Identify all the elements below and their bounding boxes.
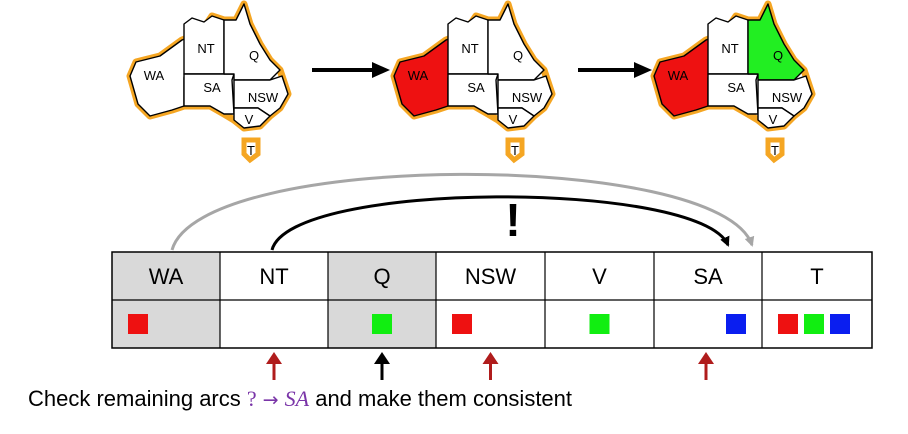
map-label-nt: NT: [197, 41, 214, 56]
map-label-nsw: NSW: [772, 90, 803, 105]
domain-value-green: [804, 314, 824, 334]
map-label-nsw: NSW: [248, 90, 279, 105]
column-header-nsw: NSW: [465, 264, 517, 289]
column-header-nt: NT: [259, 264, 288, 289]
caption-math-q: ?: [246, 386, 257, 411]
domain-value-blue: [726, 314, 746, 334]
map-label-v: V: [509, 112, 518, 127]
column-header-t: T: [810, 264, 823, 289]
domain-value-green: [589, 314, 610, 334]
region-v: [233, 107, 271, 129]
domain-table: WA NT Q NSW V SA T: [111, 251, 873, 349]
column-header-sa: SA: [693, 264, 723, 289]
map-label-wa: WA: [408, 68, 429, 83]
domain-value-red: [778, 314, 798, 334]
domain-value-red: [128, 314, 148, 334]
pointer-arrow-q: [374, 352, 390, 380]
map-label-t: T: [511, 143, 519, 158]
map-label-q: Q: [249, 48, 259, 63]
caption-math: ? → SA: [247, 386, 309, 411]
exclamation-mark: !: [505, 194, 520, 246]
australia-map-1: WA NT SA Q NSW V T: [126, 0, 292, 164]
column-header-wa: WA: [149, 264, 184, 289]
map-label-nt: NT: [721, 41, 738, 56]
caption-prefix: Check remaining arcs: [28, 386, 247, 411]
australia-map-2: WA NT SA Q NSW V T: [390, 0, 556, 164]
region-q: [747, 3, 805, 81]
map-label-q: Q: [513, 48, 523, 63]
map-label-v: V: [245, 112, 254, 127]
map-label-t: T: [771, 143, 779, 158]
map-label-wa: WA: [668, 68, 689, 83]
domain-value-red: [452, 314, 472, 334]
map-label-v: V: [769, 112, 778, 127]
arc-wa-to-sa: [170, 172, 755, 251]
map-label-sa: SA: [203, 80, 221, 95]
map-transition-arrow: [578, 62, 652, 78]
map-label-q: Q: [773, 48, 783, 63]
arc-nt-to-sa: [270, 195, 730, 251]
pointer-arrow-nt: [266, 352, 282, 380]
caption: Check remaining arcs ? → SA and make the…: [28, 386, 572, 412]
column-header-v: V: [592, 264, 607, 289]
region-v: [497, 107, 535, 129]
caption-math-var: SA: [284, 386, 310, 411]
map-label-nsw: NSW: [512, 90, 543, 105]
map-label-sa: SA: [467, 80, 485, 95]
map-label-t: T: [247, 143, 255, 158]
map-label-sa: SA: [727, 80, 745, 95]
column-header-q: Q: [373, 264, 390, 289]
map-label-wa: WA: [144, 68, 165, 83]
map-transition-arrow: [312, 62, 390, 78]
region-q: [223, 3, 281, 81]
region-v: [757, 107, 795, 129]
pointer-arrow-sa: [698, 352, 714, 380]
domain-value-blue: [830, 314, 850, 334]
australia-map-3: WA NT SA Q NSW V T: [650, 0, 816, 164]
caption-suffix: and make them consistent: [309, 386, 573, 411]
map-label-nt: NT: [461, 41, 478, 56]
domain-value-green: [372, 314, 392, 334]
region-q: [487, 3, 545, 81]
caption-math-arrow: →: [256, 389, 285, 411]
pointer-arrow-nsw: [482, 352, 499, 380]
